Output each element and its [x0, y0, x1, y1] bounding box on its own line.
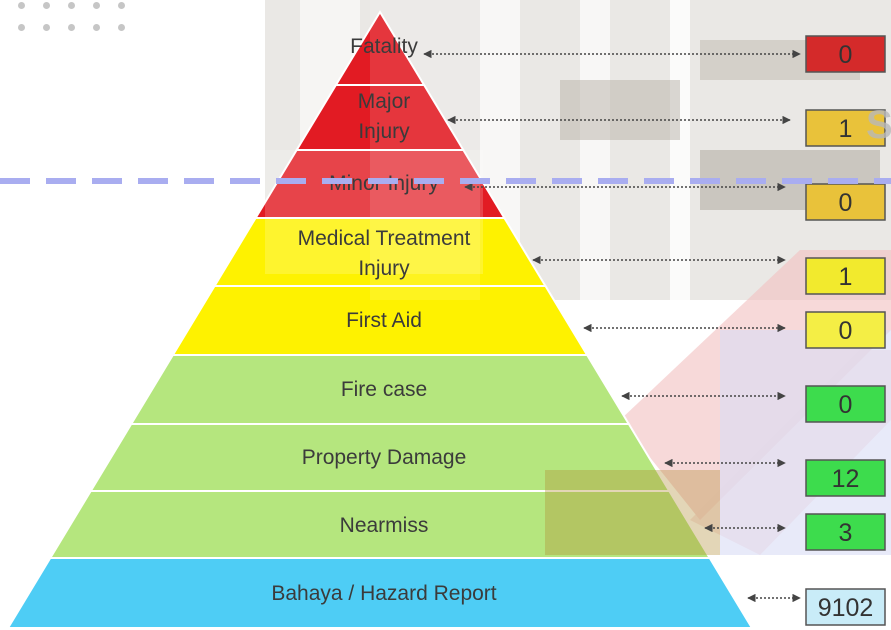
value-box [805, 311, 886, 349]
value-box [805, 385, 886, 423]
value-text: 0 [839, 189, 853, 217]
pyramid-label: Bahaya / Hazard Report [271, 582, 496, 605]
value-text: 0 [839, 41, 853, 69]
value-text: 3 [839, 519, 853, 547]
clipped-letter: S [866, 103, 891, 147]
value-box [805, 109, 886, 147]
pyramid-label: Medical Treatment [298, 227, 471, 250]
pyramid-label: First Aid [346, 309, 422, 332]
dot-grid-icon [18, 2, 128, 38]
pyramid-label: Fatality [350, 35, 418, 58]
pyramid-label: Fire case [341, 378, 427, 401]
value-text: 1 [839, 263, 853, 291]
value-boxes: 0 1 0 1 0 0 12 3 9102 [805, 35, 886, 626]
value-text: 0 [839, 391, 853, 419]
pyramid-label: Injury [358, 257, 410, 280]
pyramid-label: Nearmiss [340, 514, 429, 537]
pyramid-band-8 [6, 557, 754, 629]
connector-arrows [423, 49, 801, 603]
value-text: 0 [839, 317, 853, 345]
pyramid-label: Property Damage [302, 446, 467, 469]
value-text: 1 [839, 115, 853, 143]
pyramid-label: Major [358, 90, 411, 113]
value-box [805, 35, 886, 73]
value-box [805, 257, 886, 295]
value-box [805, 513, 886, 551]
value-text: 9102 [818, 594, 874, 622]
value-text: 12 [832, 465, 860, 493]
value-box [805, 588, 886, 626]
value-box [805, 459, 886, 497]
pyramid-label: Injury [358, 120, 410, 143]
pyramid [6, 10, 754, 629]
